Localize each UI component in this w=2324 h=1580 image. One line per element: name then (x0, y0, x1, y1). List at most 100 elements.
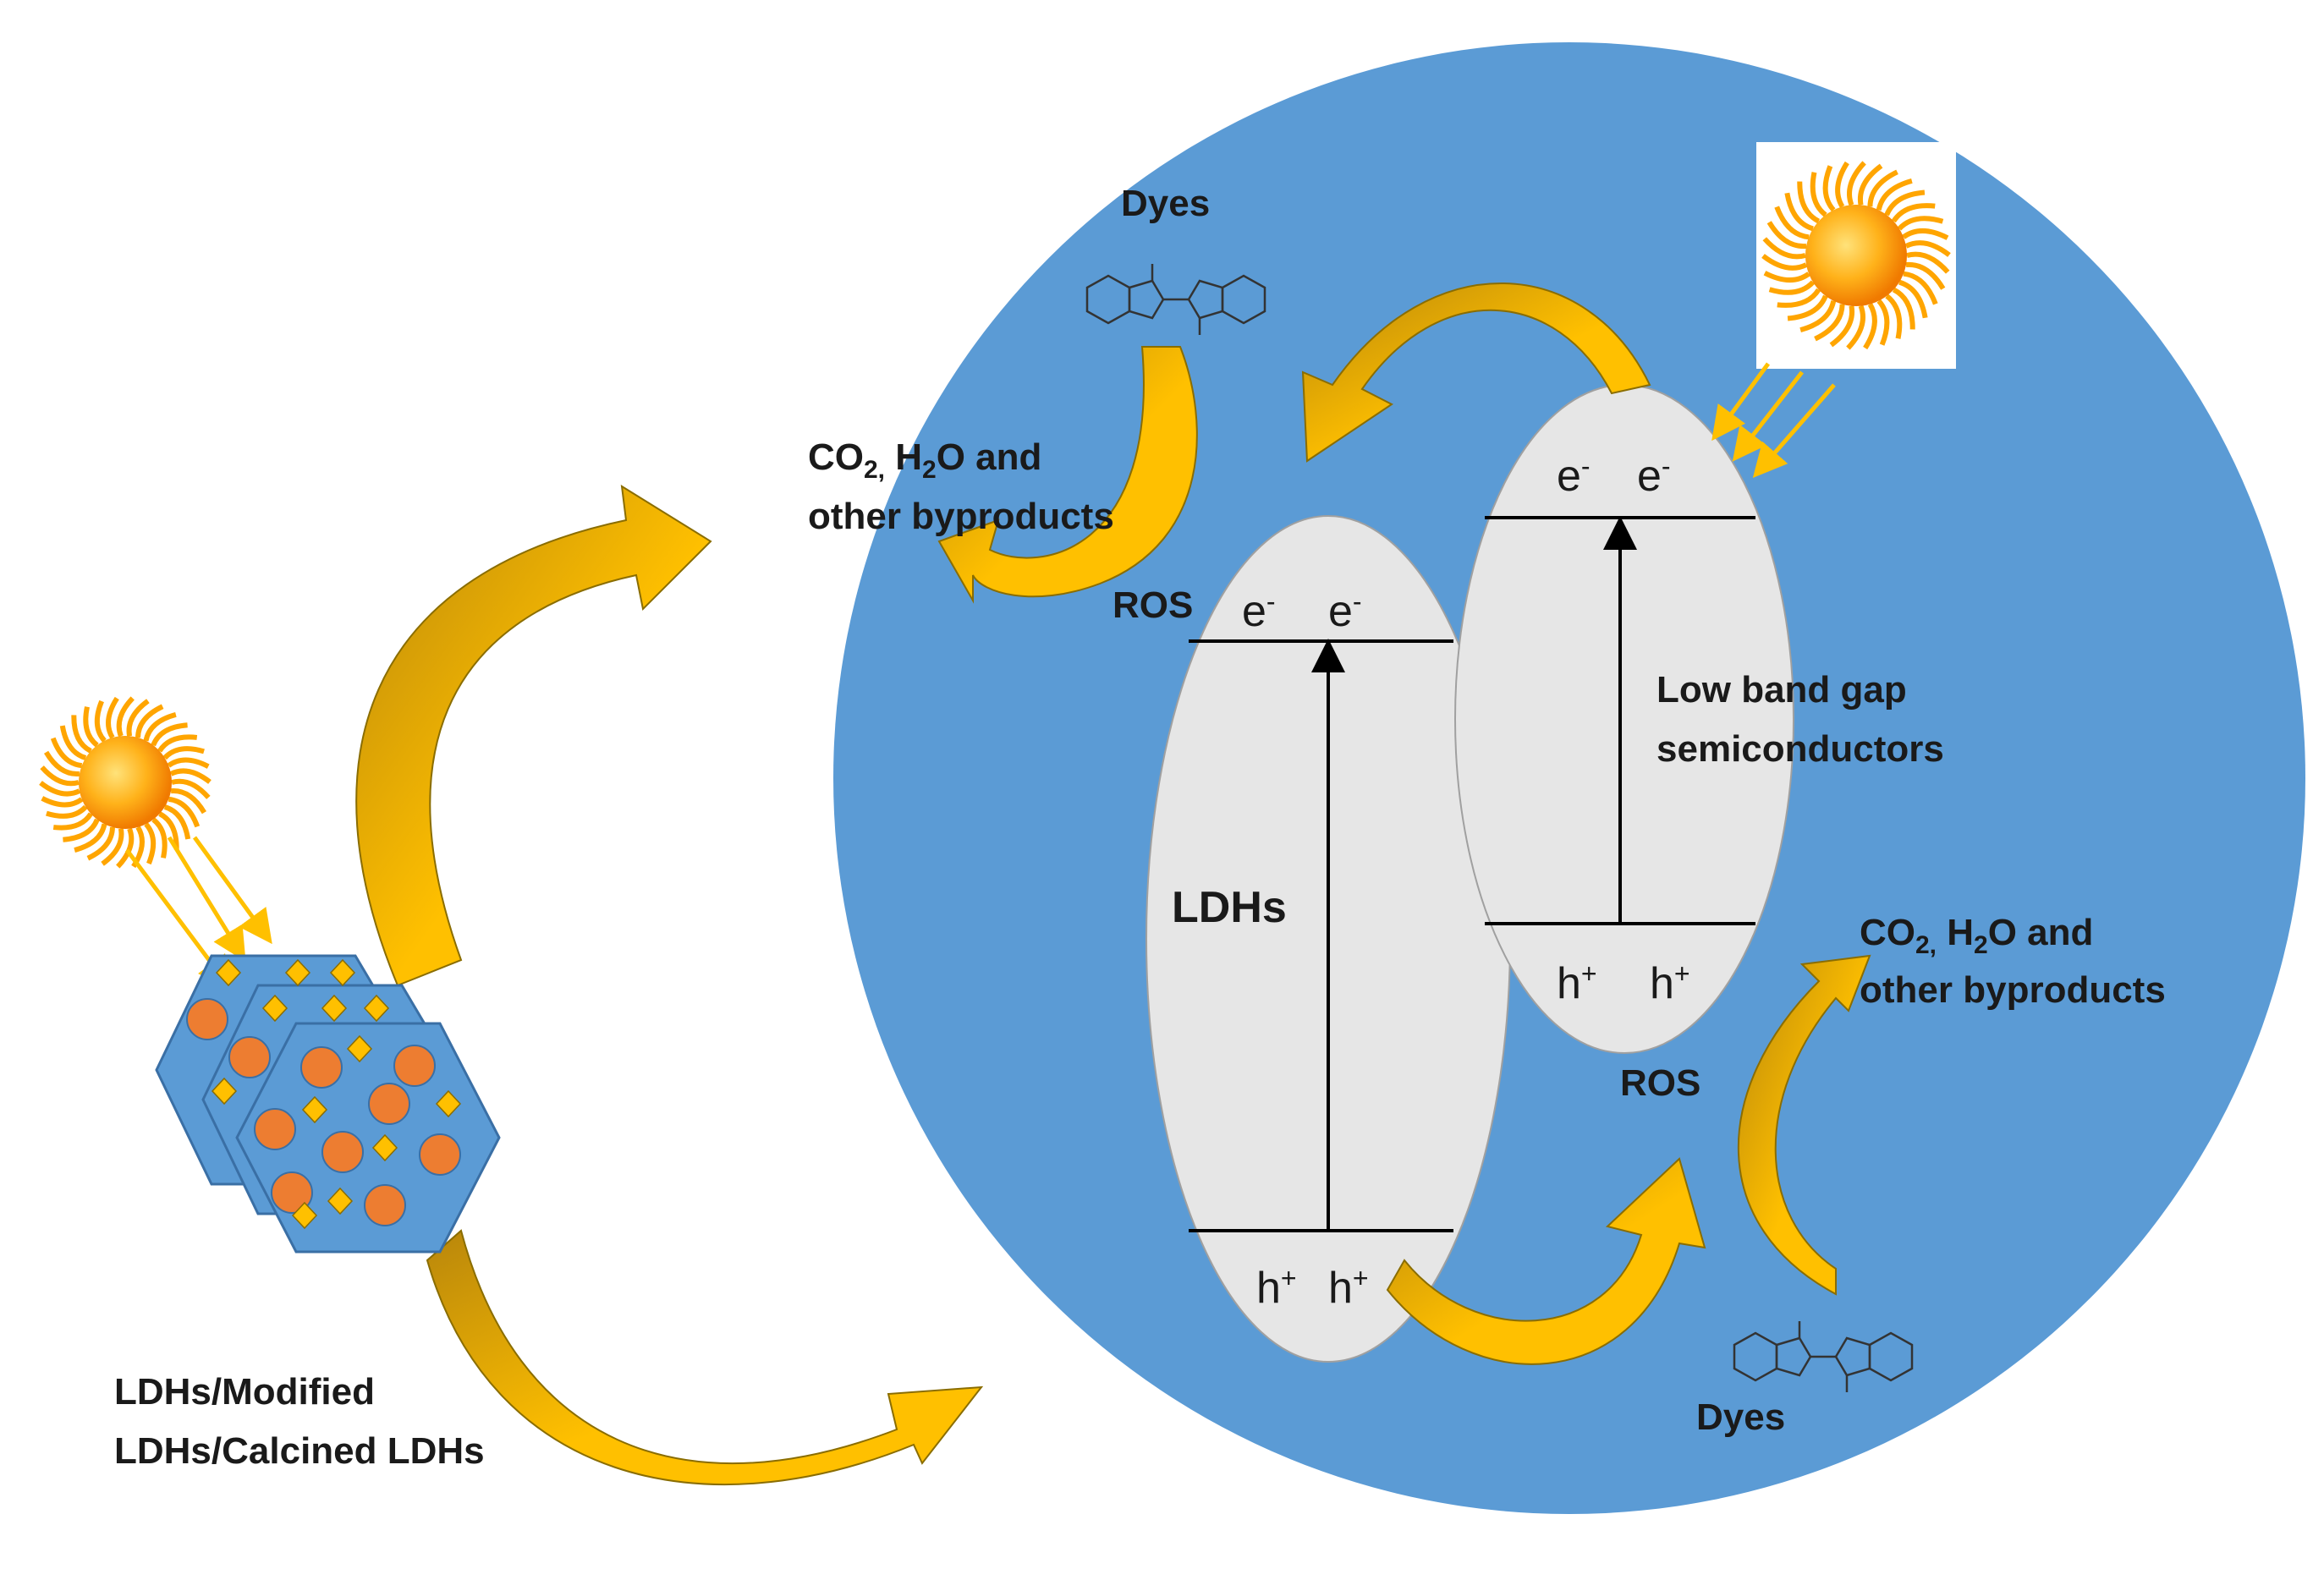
sun-ray (1810, 172, 1827, 217)
sun-ray (41, 796, 84, 808)
hole-transfer-arrow (1386, 1157, 1706, 1365)
sun-ray (116, 827, 135, 869)
sun-ray (101, 828, 124, 866)
sun-ray (1891, 203, 1936, 223)
semiconductor-label-line2: semiconductors (1656, 728, 1944, 770)
sun-ray (1799, 299, 1837, 332)
sun-ray (151, 722, 188, 747)
arrow-to-circle-bottom (426, 1229, 984, 1486)
sun-ray (1903, 271, 1938, 305)
sun-ray (1885, 294, 1903, 339)
ros-label-right: ROS (1620, 1062, 1700, 1104)
semi-electron-2: e- (1637, 451, 1671, 501)
sun-ray (52, 812, 93, 831)
sun-ray (135, 704, 164, 738)
ldh-hexagon-icon (155, 954, 501, 1254)
sun-ray (86, 826, 115, 861)
sun-ray (1904, 240, 1951, 257)
ldh-hole-2: h+ (1328, 1263, 1369, 1313)
sun-ray (170, 788, 207, 815)
sun-ray (1884, 189, 1926, 217)
sun-ray (1902, 228, 1949, 240)
sun-ray (106, 696, 119, 739)
sun-ray (1763, 271, 1810, 283)
sun-ray (1814, 304, 1845, 342)
dyes-label-bottom: Dyes (1696, 1396, 1785, 1438)
semi-hole-2: h+ (1650, 958, 1690, 1008)
sun-ray (1906, 251, 1950, 274)
sun-ray (157, 734, 198, 753)
semi-electron-1: e- (1557, 451, 1591, 501)
arrow-to-circle-top (355, 485, 712, 987)
sun-ray (1774, 206, 1810, 240)
sun-ray (144, 822, 157, 865)
ldh-electron-1: e- (1242, 586, 1276, 636)
dyes-label-top: Dyes (1121, 183, 1210, 224)
sun-ray (1863, 303, 1877, 350)
sun-ray (1777, 288, 1821, 308)
sun-icon (39, 696, 212, 869)
sun-ray (1768, 280, 1816, 295)
sun-ray (94, 699, 107, 743)
sun-ray (1876, 299, 1890, 346)
dye-molecule-icon (1733, 1321, 1914, 1392)
sun-ray (83, 706, 99, 748)
sun-icon (1756, 142, 1956, 369)
light-rays-left (124, 836, 272, 991)
sun-ray (1867, 169, 1898, 207)
left-material-label-line2: LDHs/Calcined LDHs (114, 1430, 485, 1472)
ldh-electron-2: e- (1328, 586, 1362, 636)
semiconductor-ellipse (1454, 384, 1794, 1054)
sun-ray (1784, 192, 1815, 232)
dye-degradation-arrow-top (937, 346, 1198, 604)
sun-ray (168, 796, 201, 828)
sun-ray (39, 781, 81, 797)
products-label-right: CO2, H2O and (1860, 912, 2093, 959)
sun-ray (1766, 221, 1807, 250)
products-label-top: CO2, H2O and (808, 436, 1041, 484)
sun-ray (1897, 216, 1944, 231)
sun-ray (1797, 181, 1821, 224)
light-rays-top (1711, 362, 1836, 479)
sun-ray (167, 757, 210, 769)
sun-ray (1835, 161, 1849, 208)
sun-ray (1822, 165, 1836, 212)
sun-ray (50, 737, 83, 769)
sun-ray (151, 817, 168, 859)
products-label-right-line2: other byproducts (1860, 969, 2166, 1011)
sun-ray (46, 804, 88, 819)
sun-ray (1762, 237, 1806, 260)
sun-ray (1847, 161, 1866, 206)
products-label-top-line2: other byproducts (808, 496, 1114, 537)
sun-ray (74, 823, 107, 853)
sun-ray (116, 696, 135, 738)
sun-ray (1761, 254, 1808, 271)
ros-label-top: ROS (1113, 584, 1193, 626)
sun-ray (1905, 261, 1946, 290)
sun-ray (171, 778, 211, 799)
sun-ray (1829, 305, 1855, 348)
sun-ray (169, 768, 212, 784)
left-material-label: LDHs/Modified (114, 1371, 375, 1413)
semiconductor-label: Low band gap (1656, 669, 1907, 710)
dye-degradation-arrow-right (1737, 954, 1871, 1296)
sun-ray (1787, 294, 1828, 321)
sun-ray (1846, 304, 1865, 350)
electron-transfer-arrow (1301, 283, 1651, 463)
sun-ray (71, 715, 92, 754)
sun-ray (63, 818, 100, 842)
dye-molecule-icon (1085, 264, 1266, 335)
sun-ray (1857, 163, 1883, 206)
ldh-hole-1: h+ (1256, 1263, 1297, 1313)
sun-ray (1898, 279, 1928, 319)
sun-ray (162, 746, 205, 760)
sun-ray (163, 804, 191, 840)
semi-hole-1: h+ (1557, 958, 1597, 1008)
sun-ray (1892, 287, 1915, 330)
sun-ray (40, 765, 80, 787)
sun-ray (44, 750, 80, 776)
sun-ray (1876, 178, 1913, 211)
sun-ray (143, 712, 177, 742)
ldh-label: LDHs (1172, 883, 1287, 932)
